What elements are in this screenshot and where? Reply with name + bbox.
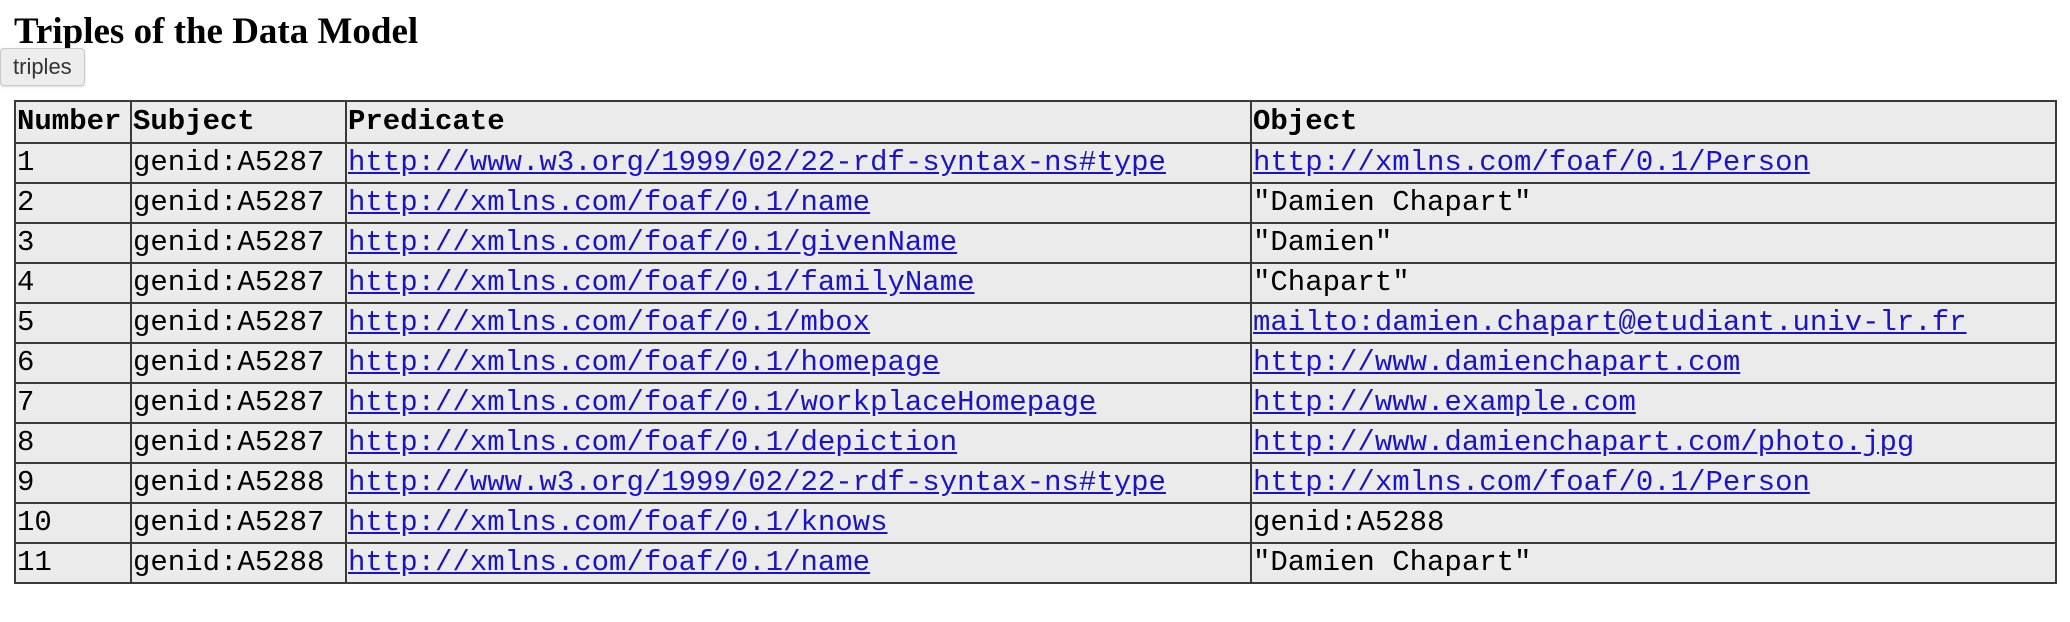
cell-predicate: http://www.w3.org/1999/02/22-rdf-syntax-… <box>345 142 1252 184</box>
cell-predicate: http://xmlns.com/foaf/0.1/homepage <box>345 342 1252 384</box>
cell-subject: genid:A5287 <box>130 422 347 464</box>
cell-object: genid:A5288 <box>1250 502 2057 544</box>
object-link[interactable]: http://www.example.com <box>1253 386 1636 419</box>
cell-predicate: http://xmlns.com/foaf/0.1/workplaceHomep… <box>345 382 1252 424</box>
cell-object: "Chapart" <box>1250 262 2057 304</box>
predicate-link[interactable]: http://xmlns.com/foaf/0.1/name <box>348 546 871 579</box>
header-subject: Subject <box>130 100 347 144</box>
cell-number: 7 <box>14 382 132 424</box>
cell-number: 3 <box>14 222 132 264</box>
predicate-link[interactable]: http://xmlns.com/foaf/0.1/homepage <box>348 346 940 379</box>
cell-subject: genid:A5288 <box>130 542 347 584</box>
object-literal: "Damien" <box>1253 226 1393 259</box>
cell-number: 9 <box>14 462 132 504</box>
cell-number: 10 <box>14 502 132 544</box>
header-object: Object <box>1250 100 2057 144</box>
predicate-link[interactable]: http://www.w3.org/1999/02/22-rdf-syntax-… <box>348 466 1166 499</box>
cell-predicate: http://xmlns.com/foaf/0.1/mbox <box>345 302 1252 344</box>
predicate-link[interactable]: http://www.w3.org/1999/02/22-rdf-syntax-… <box>348 146 1166 179</box>
header-number: Number <box>14 100 132 144</box>
cell-subject: genid:A5287 <box>130 222 347 264</box>
predicate-link[interactable]: http://xmlns.com/foaf/0.1/workplaceHomep… <box>348 386 1097 419</box>
predicate-link[interactable]: http://xmlns.com/foaf/0.1/depiction <box>348 426 958 459</box>
object-literal: "Damien Chapart" <box>1253 186 1532 219</box>
cell-number: 4 <box>14 262 132 304</box>
cell-object: http://www.example.com <box>1250 382 2057 424</box>
predicate-link[interactable]: http://xmlns.com/foaf/0.1/familyName <box>348 266 975 299</box>
cell-subject: genid:A5287 <box>130 182 347 224</box>
tooltip: triples <box>0 48 85 86</box>
cell-object: http://www.damienchapart.com <box>1250 342 2057 384</box>
cell-subject: genid:A5287 <box>130 262 347 304</box>
cell-predicate: http://xmlns.com/foaf/0.1/name <box>345 182 1252 224</box>
cell-predicate: http://xmlns.com/foaf/0.1/givenName <box>345 222 1252 264</box>
predicate-link[interactable]: http://xmlns.com/foaf/0.1/mbox <box>348 306 871 339</box>
cell-predicate: http://xmlns.com/foaf/0.1/knows <box>345 502 1252 544</box>
cell-number: 11 <box>14 542 132 584</box>
cell-number: 6 <box>14 342 132 384</box>
cell-subject: genid:A5287 <box>130 302 347 344</box>
table-header-row: Number Subject Predicate Object <box>14 100 2057 144</box>
cell-object: "Damien" <box>1250 222 2057 264</box>
cell-object: mailto:damien.chapart@etudiant.univ-lr.f… <box>1250 302 2057 344</box>
cell-subject: genid:A5287 <box>130 342 347 384</box>
page-title: Triples of the Data Model <box>14 11 419 52</box>
cell-number: 5 <box>14 302 132 344</box>
predicate-link[interactable]: http://xmlns.com/foaf/0.1/givenName <box>348 226 958 259</box>
object-literal: genid:A5288 <box>1253 506 1445 539</box>
cell-predicate: http://xmlns.com/foaf/0.1/familyName <box>345 262 1252 304</box>
object-link[interactable]: http://www.damienchapart.com <box>1253 346 1741 379</box>
cell-predicate: http://www.w3.org/1999/02/22-rdf-syntax-… <box>345 462 1252 504</box>
cell-number: 8 <box>14 422 132 464</box>
cell-subject: genid:A5287 <box>130 382 347 424</box>
cell-subject: genid:A5287 <box>130 502 347 544</box>
object-link[interactable]: http://xmlns.com/foaf/0.1/Person <box>1253 146 1810 179</box>
cell-predicate: http://xmlns.com/foaf/0.1/depiction <box>345 422 1252 464</box>
object-literal: "Damien Chapart" <box>1253 546 1532 579</box>
cell-object: http://xmlns.com/foaf/0.1/Person <box>1250 142 2057 184</box>
cell-subject: genid:A5287 <box>130 142 347 184</box>
cell-object: "Damien Chapart" <box>1250 542 2057 584</box>
predicate-link[interactable]: http://xmlns.com/foaf/0.1/knows <box>348 506 888 539</box>
object-literal: "Chapart" <box>1253 266 1410 299</box>
object-link[interactable]: http://www.damienchapart.com/photo.jpg <box>1253 426 1915 459</box>
cell-number: 2 <box>14 182 132 224</box>
header-predicate: Predicate <box>345 100 1252 144</box>
cell-object: http://xmlns.com/foaf/0.1/Person <box>1250 462 2057 504</box>
cell-object: http://www.damienchapart.com/photo.jpg <box>1250 422 2057 464</box>
object-link[interactable]: mailto:damien.chapart@etudiant.univ-lr.f… <box>1253 306 1967 339</box>
predicate-link[interactable]: http://xmlns.com/foaf/0.1/name <box>348 186 871 219</box>
cell-number: 1 <box>14 142 132 184</box>
object-link[interactable]: http://xmlns.com/foaf/0.1/Person <box>1253 466 1810 499</box>
cell-predicate: http://xmlns.com/foaf/0.1/name <box>345 542 1252 584</box>
cell-subject: genid:A5288 <box>130 462 347 504</box>
cell-object: "Damien Chapart" <box>1250 182 2057 224</box>
